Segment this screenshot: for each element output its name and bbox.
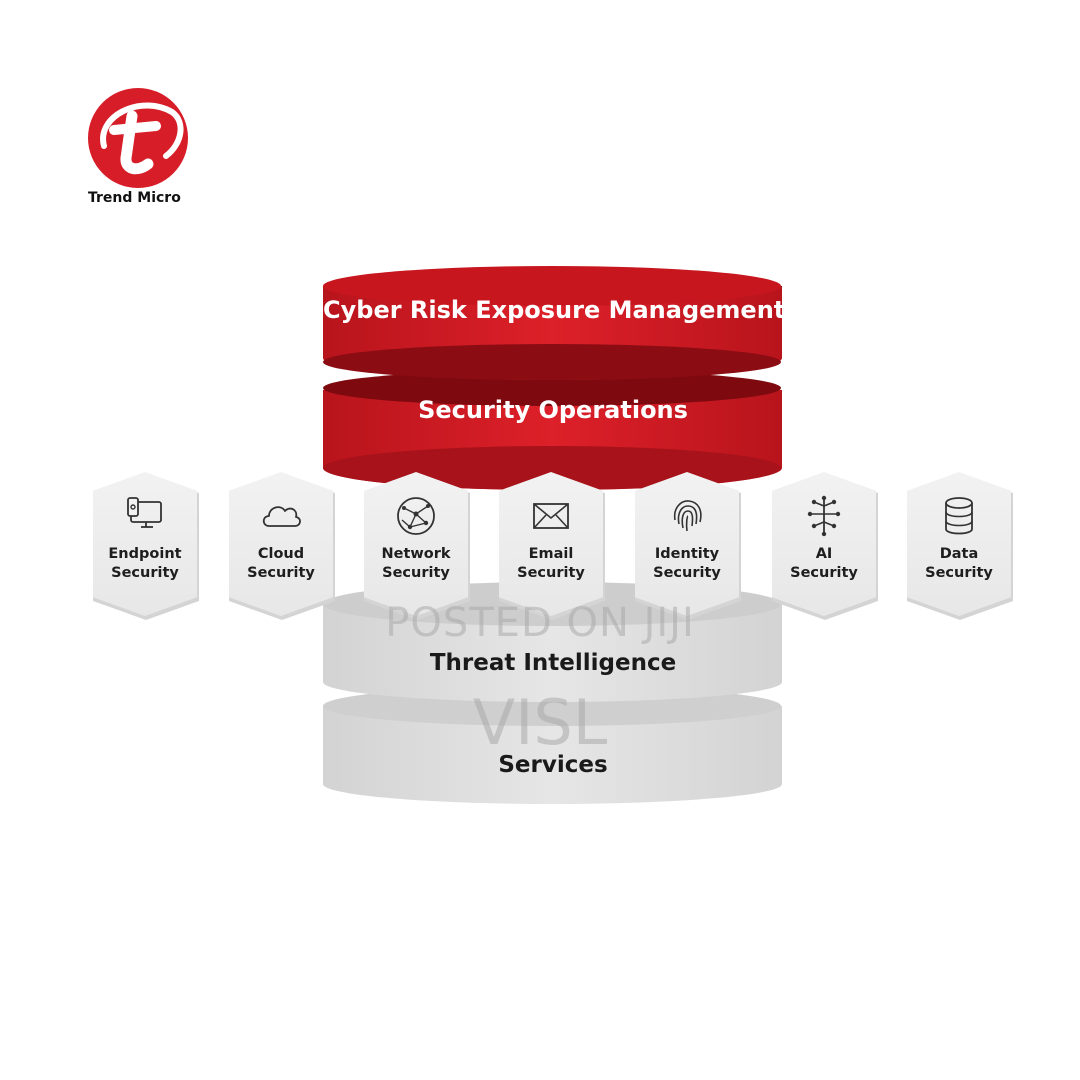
trend-micro-logo-icon (88, 88, 188, 188)
brand-name: Trend Micro (88, 190, 181, 206)
watermark-text-large: VISL (472, 686, 608, 759)
cyber-risk-layer (323, 266, 782, 381)
layer-label-services: Services (498, 752, 608, 778)
watermark-text: POSTED ON JIJI (385, 600, 695, 646)
layer-label-cyber-risk: Cyber Risk Exposure Management (323, 296, 786, 324)
fingerprint-icon (673, 500, 702, 532)
ai-chip-icon (807, 495, 841, 537)
security-operations-layer (323, 370, 782, 491)
layer-label-security-operations: Security Operations (418, 396, 688, 424)
email-icon (533, 503, 569, 529)
network-icon (397, 497, 435, 535)
endpoint-icon (127, 497, 162, 528)
cloud-icon (262, 506, 301, 527)
database-icon (945, 497, 973, 535)
layer-label-threat-intelligence: Threat Intelligence (429, 650, 677, 676)
brand-logo: Trend Micro (86, 86, 196, 206)
